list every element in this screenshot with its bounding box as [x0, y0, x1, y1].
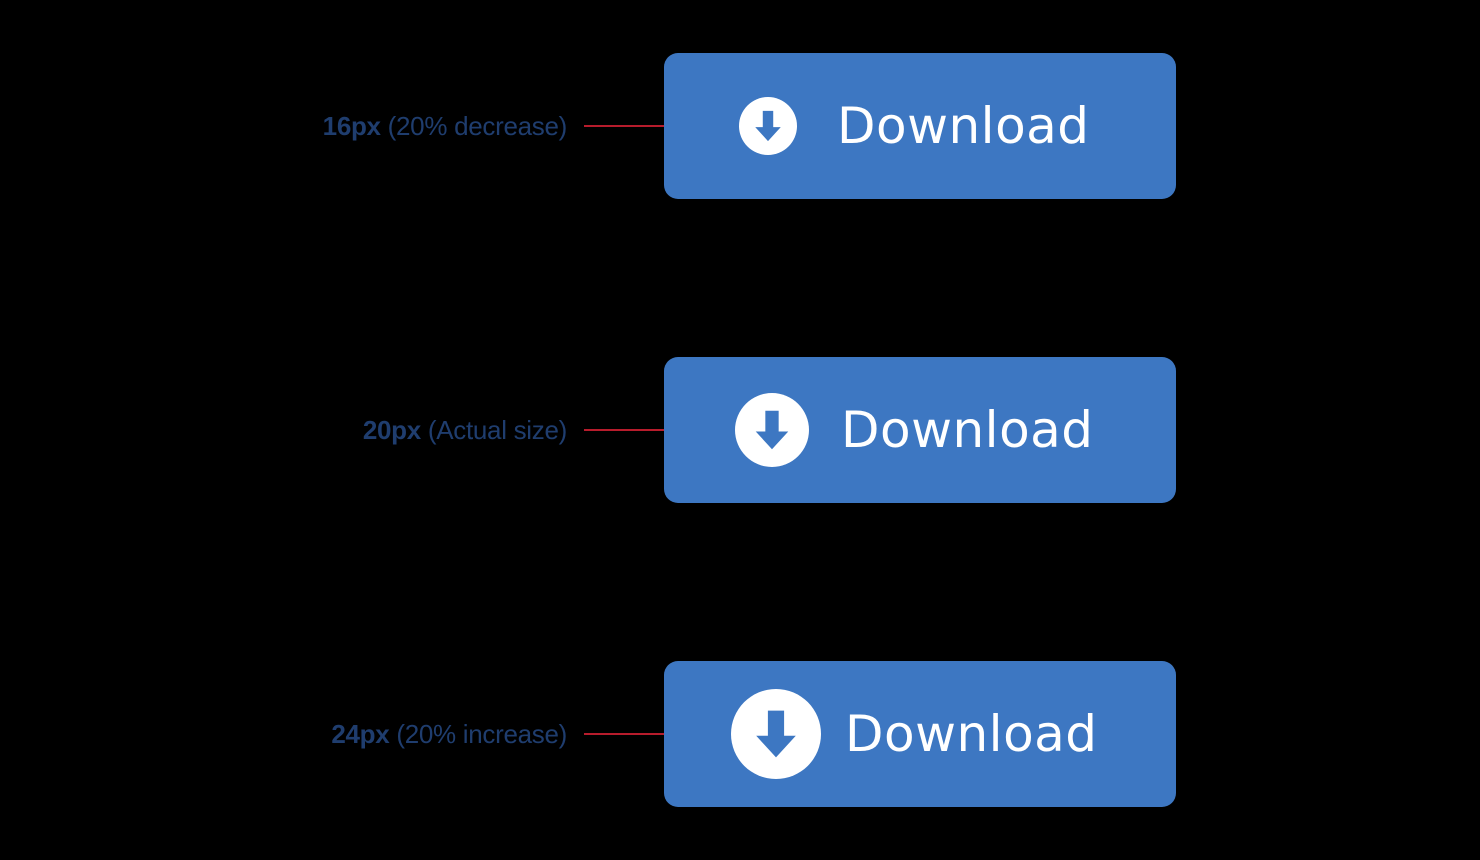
icon-size-example-actual: 20px (Actual size) Download: [0, 357, 1480, 503]
download-button[interactable]: Download: [664, 357, 1176, 503]
size-annotation: 24px (20% increase): [331, 719, 567, 749]
size-value: 20px: [362, 415, 421, 445]
arrow-down-circle-icon: [735, 393, 809, 467]
size-note: (20% increase): [396, 719, 567, 749]
size-value: 16px: [322, 111, 381, 141]
download-button-label: Download: [837, 97, 1090, 155]
size-value: 24px: [331, 719, 390, 749]
size-note: (Actual size): [427, 415, 567, 445]
arrow-down-circle-icon: [731, 689, 821, 779]
download-button-label: Download: [841, 401, 1094, 459]
size-annotation: 16px (20% decrease): [322, 111, 568, 141]
download-button-label: Download: [845, 705, 1098, 763]
icon-size-example-large: 24px (20% increase) Download: [0, 661, 1480, 807]
download-button[interactable]: Download: [664, 53, 1176, 199]
icon-size-example-small: 16px (20% decrease) Download: [0, 53, 1480, 199]
arrow-down-circle-icon: [739, 97, 797, 155]
size-note: (20% decrease): [387, 111, 568, 141]
size-annotation: 20px (Actual size): [363, 415, 567, 445]
download-button[interactable]: Download: [664, 661, 1176, 807]
